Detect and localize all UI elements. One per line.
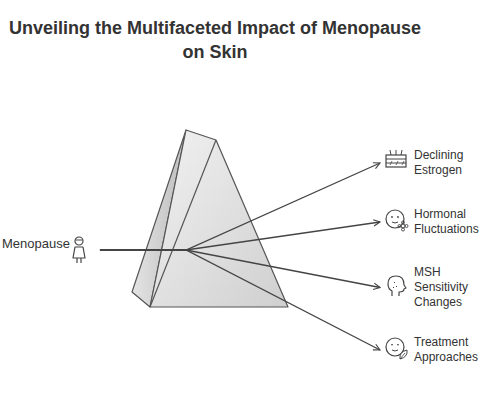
outcome-node: Hormonal Fluctuations [384, 207, 490, 237]
ray-connector [100, 163, 380, 250]
node-label: MSH Sensitivity Changes [414, 265, 490, 310]
prism-front [150, 130, 288, 307]
diagram-title: Unveiling the Multifaceted Impact of Men… [8, 16, 422, 64]
node-icon [385, 336, 409, 364]
node-icon [385, 208, 409, 236]
node-icon [385, 274, 409, 302]
node-label: Menopause [2, 236, 70, 251]
outcome-node: MSH Sensitivity Changes [384, 265, 490, 310]
node-icon [70, 236, 94, 264]
source-node: Menopause [2, 236, 96, 264]
prism-edge [150, 140, 216, 307]
ray-connector [100, 250, 380, 350]
ray-connector [100, 222, 380, 250]
node-label: Hormonal Fluctuations [414, 207, 490, 237]
node-label: Treatment Approaches [414, 335, 490, 365]
node-label: Declining Estrogen [414, 148, 490, 178]
ray-connector [100, 250, 380, 288]
outcome-node: Declining Estrogen [384, 148, 490, 178]
outcome-node: Treatment Approaches [384, 335, 490, 365]
node-icon [385, 149, 409, 177]
